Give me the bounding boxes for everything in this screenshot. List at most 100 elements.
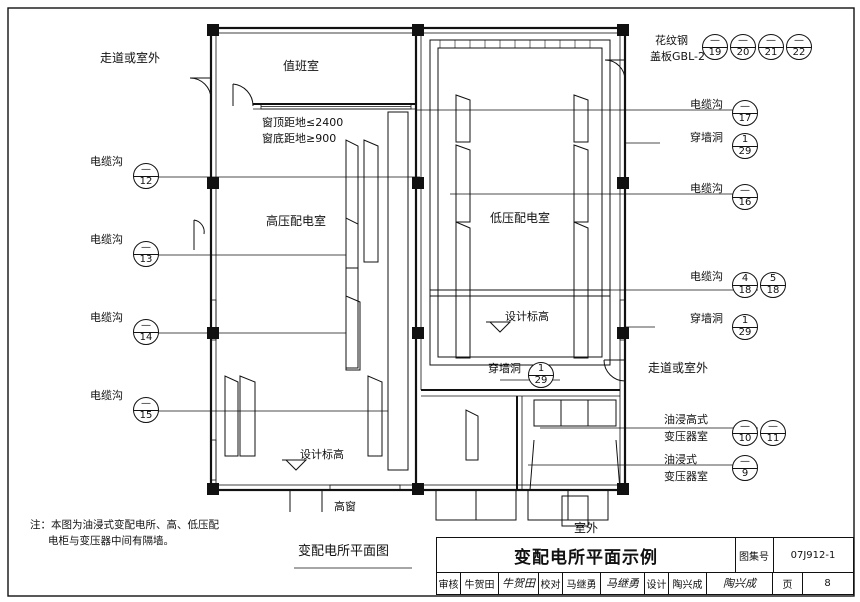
checker-plate-label: 花纹钢 <box>655 34 688 47</box>
transformer-high-label-2: 变压器室 <box>664 430 708 443</box>
wall-opening-label-2: 穿墙洞 <box>690 312 723 325</box>
transformer-ref-9-bottom: 9 <box>741 468 749 479</box>
window-note-top: 窗顶距地≤2400 <box>262 116 344 129</box>
page-number: 8 <box>824 577 831 589</box>
lv-cabinets <box>455 94 589 461</box>
reviewer-signature: 牛贺田 <box>499 572 539 594</box>
cable-trench-ref-17-top: — <box>740 101 750 112</box>
page-label: 页 <box>773 572 803 594</box>
transformer-high-ref-10-top: — <box>740 421 750 432</box>
checker-signature: 马继勇 <box>601 572 645 594</box>
reviewer-name: 牛贺田 <box>461 572 499 594</box>
sheet-frame <box>7 7 855 597</box>
room-duty: 值班室 <box>283 59 320 73</box>
cable-trench-ref-14: —14 <box>133 319 159 345</box>
design-level-hv: 设计标高 <box>300 448 344 461</box>
cable-trench-16-label: 电缆沟 <box>690 182 723 195</box>
cable-trench-label-15: 电缆沟 <box>90 389 123 402</box>
cable-trench-ref-13-bottom: 13 <box>139 254 153 265</box>
note-line-1: 注：本图为油浸式变配电所、高、低压配 <box>30 519 219 531</box>
cable-trench-ref-17-bottom: 17 <box>738 113 752 124</box>
transformer-high-label-1: 油浸高式 <box>664 413 708 426</box>
title-block: 变配电所平面示例 图集号 07J912-1 审核 牛贺田 牛贺田 校对 马继勇 … <box>436 537 854 595</box>
transformer <box>529 399 621 527</box>
cable-trench-ref-15: —15 <box>133 397 159 423</box>
cable-trench-ref-16: —16 <box>732 184 758 210</box>
wall-opening-ref-2-bottom: 29 <box>738 327 752 338</box>
cable-trench-label-12: 电缆沟 <box>90 155 123 168</box>
checker-plate-ref-22-bottom: 22 <box>792 47 806 58</box>
checker-plate-ref-19-bottom: 19 <box>708 47 722 58</box>
wall-opening-ref-mid-bottom: 29 <box>534 375 548 386</box>
room-low-voltage: 低压配电室 <box>490 211 551 225</box>
checker-plate-code: 盖板GBL-2 <box>650 50 705 63</box>
transformer-ref-9: —9 <box>732 455 758 481</box>
atlas-number-label: 图集号 <box>735 538 774 573</box>
windows <box>210 103 626 491</box>
corridor-label-top: 走道或室外 <box>100 51 161 65</box>
trench-hatch <box>439 40 591 48</box>
cable-trench-ref-4-18-top: 4 <box>741 273 749 284</box>
cable-trench-ref-17: —17 <box>732 100 758 126</box>
room-high-voltage: 高压配电室 <box>266 214 327 228</box>
cable-trench-ref-12-bottom: 12 <box>139 176 153 187</box>
signature-row: 审核 牛贺田 牛贺田 校对 马继勇 马继勇 设计 陶兴成 陶兴成 页 8 <box>437 572 853 594</box>
cable-trench-ref-15-bottom: 15 <box>139 410 153 421</box>
wall-opening-ref-mid-top: 1 <box>537 363 545 374</box>
designer-name: 陶兴成 <box>669 572 707 594</box>
cable-trench-ref-13: —13 <box>133 241 159 267</box>
wall-opening-label-mid: 穿墙洞 <box>488 362 521 375</box>
atlas-number: 07J912-1 <box>773 538 853 573</box>
transformer-label-1: 油浸式 <box>664 453 697 466</box>
checker-name: 马继勇 <box>563 572 601 594</box>
transformer-ref-9-top: — <box>740 456 750 467</box>
cable-trench-ref-4-18-bottom: 18 <box>738 285 752 296</box>
checker-plate-ref-20: —20 <box>730 34 756 60</box>
note-line-2: 电柜与变压器中间有隔墙。 <box>48 535 174 547</box>
check-label: 校对 <box>539 572 563 594</box>
sheet-title: 变配电所平面示例 <box>437 538 736 573</box>
checker-plate-ref-21-top: — <box>766 35 776 46</box>
cable-trench-label-14: 电缆沟 <box>90 311 123 324</box>
hv-cabinets <box>224 139 383 457</box>
level-markers <box>282 321 512 471</box>
transformer-high-ref-10-bottom: 10 <box>738 433 752 444</box>
cable-trench-ref-16-top: — <box>740 185 750 196</box>
transformer-high-ref-10: —10 <box>732 420 758 446</box>
cable-trench-ref-14-top: — <box>141 320 151 331</box>
cable-trench-ref-5-18-bottom: 18 <box>766 285 780 296</box>
doors <box>189 59 626 521</box>
checker-plate-ref-22-top: — <box>794 35 804 46</box>
checker-plate-ref-22: —22 <box>786 34 812 60</box>
corridor-label-right: 走道或室外 <box>648 361 709 375</box>
hv-cable-trench <box>387 111 409 471</box>
walls <box>209 26 627 492</box>
cable-trench-ref-12-top: — <box>141 164 151 175</box>
checker-plate-ref-19: —19 <box>702 34 728 60</box>
checker-plate-ref-20-bottom: 20 <box>736 47 750 58</box>
cable-trench-ref-13-top: — <box>141 242 151 253</box>
transformer-high-ref-11-top: — <box>768 421 778 432</box>
columns <box>207 24 629 495</box>
design-level-lv: 设计标高 <box>505 310 549 323</box>
cable-trench-ref-14-bottom: 14 <box>139 332 153 343</box>
cable-trench-label-13: 电缆沟 <box>90 233 123 246</box>
plan-title: 变配电所平面图 <box>298 544 390 559</box>
checker-plate-ref-20-top: — <box>738 35 748 46</box>
window-note-bottom: 窗底距地≥900 <box>262 132 337 145</box>
checker-plate-ref-21-bottom: 21 <box>764 47 778 58</box>
design-label: 设计 <box>645 572 669 594</box>
wall-opening-ref-1-top: 1 <box>741 134 749 145</box>
cable-trench-ref-15-top: — <box>141 398 151 409</box>
designer-signature: 陶兴成 <box>707 572 773 594</box>
cable-trench-18-label: 电缆沟 <box>690 270 723 283</box>
high-window-label: 高窗 <box>334 500 356 513</box>
cable-trench-ref-16-bottom: 16 <box>738 197 752 208</box>
cable-trench-17-label: 电缆沟 <box>690 98 723 111</box>
